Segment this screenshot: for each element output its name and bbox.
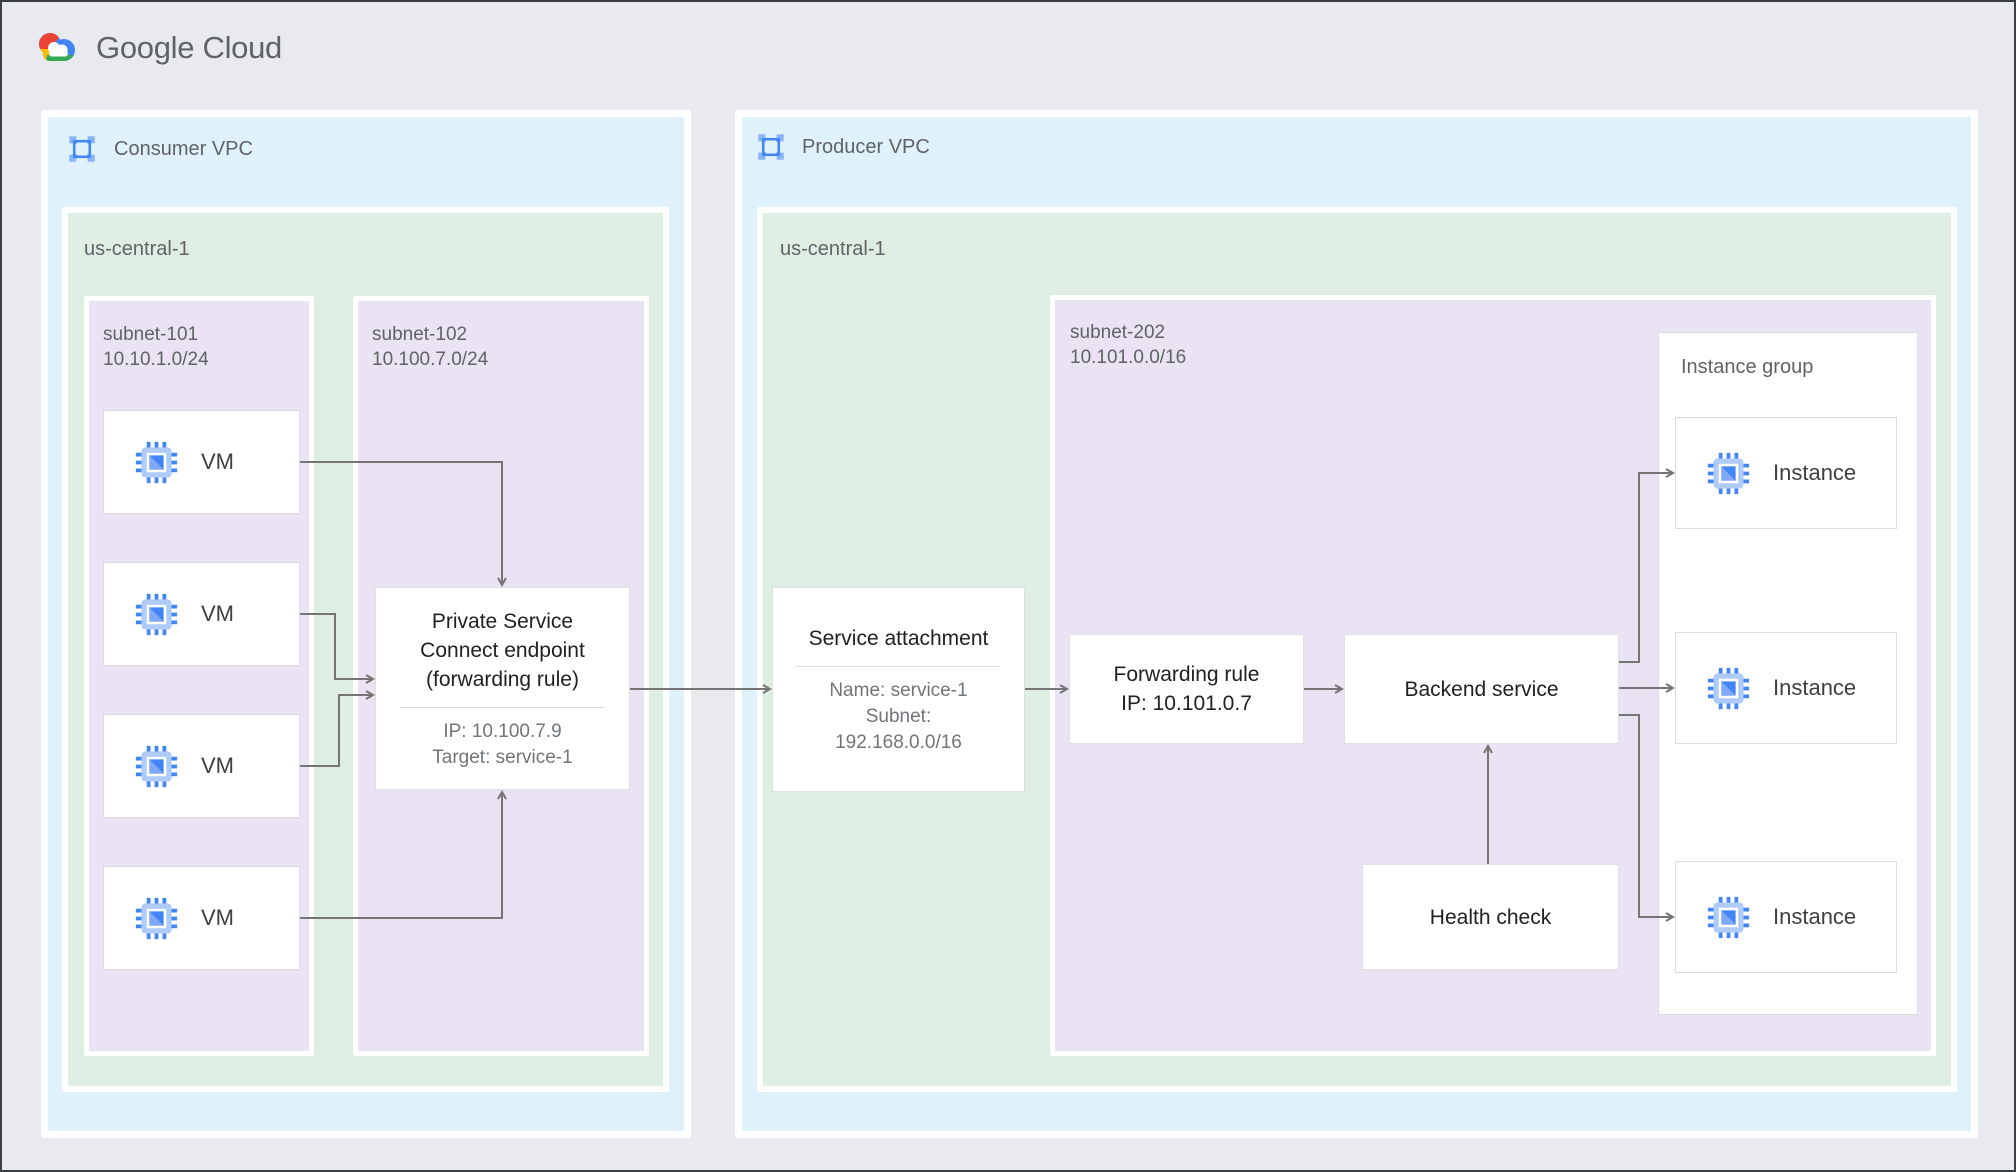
subnet-102-cidr: 10.100.7.0/24: [372, 349, 489, 370]
vpc-network-icon: [65, 132, 99, 166]
divider: [400, 706, 605, 708]
forwarding-rule-title: Forwarding rule IP: 10.101.0.7: [1113, 663, 1260, 715]
logo-text: Google Cloud: [96, 30, 282, 65]
subnet-202-cidr: 10.101.0.0/16: [1070, 347, 1187, 368]
backend-service-label: Backend service: [1404, 677, 1559, 701]
instance-label: Instance: [1773, 904, 1857, 929]
divider: [797, 665, 1000, 667]
subnet-202-name: subnet-202: [1070, 322, 1166, 343]
service-attachment-node: Service attachment Name: service-1 Subne…: [772, 587, 1025, 792]
compute-engine-icon: [134, 744, 179, 789]
compute-engine-icon: [1706, 451, 1751, 496]
service-attachment-title: Service attachment: [808, 626, 989, 650]
vm-node-2: VM: [103, 562, 300, 666]
subnet-101-cidr: 10.10.1.0/24: [103, 349, 209, 370]
subnet-102-label: subnet-102 10.100.7.0/24: [372, 322, 488, 372]
psc-endpoint-details: IP: 10.100.7.9 Target: service-1: [432, 720, 573, 768]
psc-endpoint-node: Private Service Connect endpoint (forwar…: [375, 587, 630, 790]
psc-endpoint-title: Private Service Connect endpoint (forwar…: [420, 609, 585, 691]
vm-label: VM: [201, 449, 234, 474]
instance-node-1: Instance: [1675, 417, 1897, 529]
compute-engine-icon: [1706, 666, 1751, 711]
backend-service-node: Backend service: [1344, 634, 1619, 744]
consumer-region-label: us-central-1: [84, 238, 190, 260]
vm-label: VM: [201, 753, 234, 778]
vm-node-4: VM: [103, 866, 300, 970]
health-check-label: Health check: [1429, 905, 1552, 929]
health-check-node: Health check: [1362, 864, 1619, 970]
vm-label: VM: [201, 905, 234, 930]
subnet-102-name: subnet-102: [372, 324, 468, 345]
google-cloud-logo-icon: [39, 33, 75, 61]
compute-engine-icon: [134, 440, 179, 485]
instance-label: Instance: [1773, 460, 1857, 485]
producer-vpc-label: Producer VPC: [802, 136, 930, 158]
consumer-vpc-label: Consumer VPC: [114, 138, 253, 160]
compute-engine-icon: [1706, 895, 1751, 940]
instance-node-2: Instance: [1675, 632, 1897, 744]
service-attachment-details: Name: service-1 Subnet: 192.168.0.0/16: [829, 679, 968, 753]
vm-node-1: VM: [103, 410, 300, 514]
forwarding-rule-node: Forwarding rule IP: 10.101.0.7: [1069, 634, 1304, 744]
subnet-202-label: subnet-202 10.101.0.0/16: [1070, 320, 1186, 370]
vm-label: VM: [201, 601, 234, 626]
instance-group-label: Instance group: [1681, 356, 1814, 378]
compute-engine-icon: [134, 592, 179, 637]
google-cloud-logo: Google Cloud: [33, 29, 282, 67]
instance-node-3: Instance: [1675, 861, 1897, 973]
vpc-network-icon: [754, 130, 788, 164]
subnet-101-name: subnet-101: [103, 324, 199, 345]
compute-engine-icon: [134, 896, 179, 941]
producer-region-label: us-central-1: [780, 238, 886, 260]
instance-label: Instance: [1773, 675, 1857, 700]
vm-node-3: VM: [103, 714, 300, 818]
subnet-101-label: subnet-101 10.10.1.0/24: [103, 322, 209, 372]
